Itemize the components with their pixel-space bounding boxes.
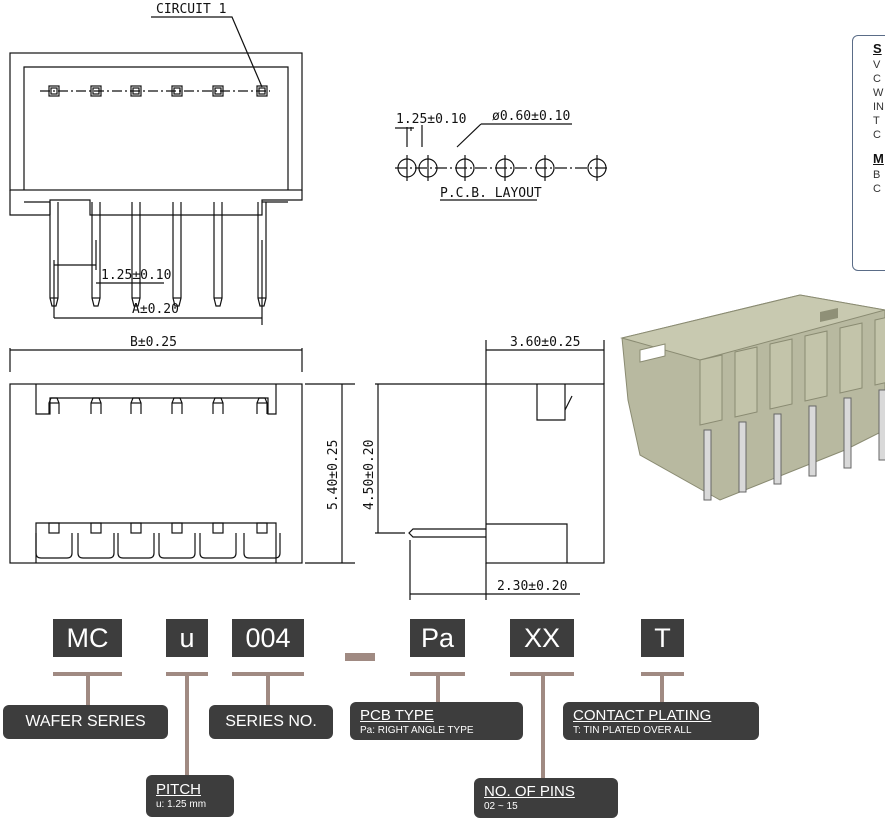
- side-width-dimension: 3.60±0.25: [510, 335, 580, 350]
- label-no-of-pins: NO. OF PINS 02 ~ 15: [474, 778, 618, 818]
- pcb-type-desc: Pa: RIGHT ANGLE TYPE: [360, 725, 474, 736]
- code-series-no: 004: [232, 619, 304, 657]
- front-pin-top: [90, 397, 102, 414]
- part-number-dash: [345, 653, 375, 661]
- pin-lead: [213, 202, 223, 307]
- front-pin-square: [130, 522, 142, 534]
- front-pin-square: [90, 522, 102, 534]
- technical-drawing: CIRCUIT 1 1.25±0.10 A±0.20 1.25±0.10 ø0.…: [9, 2, 885, 600]
- label-series-no: SERIES NO.: [209, 705, 333, 739]
- render-pin: [703, 429, 712, 501]
- connector-3d-image: [620, 294, 885, 501]
- pcb-type-title: PCB TYPE: [360, 707, 434, 724]
- front-pin-top: [212, 397, 224, 414]
- pin-square-inner: [132, 87, 140, 95]
- render-housing-rib: [874, 317, 885, 386]
- spec-line: C: [873, 73, 881, 85]
- spec-line: C: [873, 129, 881, 141]
- code-no-of-pins: XX: [510, 619, 574, 657]
- front-view-outline: [9, 383, 303, 564]
- pitch-title: PITCH: [156, 781, 201, 798]
- front-pin-slot: [35, 533, 73, 559]
- render-housing-rib: [699, 354, 723, 426]
- pcb-pitch-dimension: 1.25±0.10: [396, 112, 466, 127]
- front-pin-top: [171, 397, 183, 414]
- front-pin-slot: [243, 533, 281, 559]
- pin-lead: [91, 202, 101, 307]
- material-line: C: [873, 183, 881, 195]
- render-housing-rib: [769, 338, 793, 410]
- render-pin: [878, 389, 885, 461]
- render-pin: [843, 397, 852, 469]
- side-height-dimension: 4.50±0.20: [362, 440, 377, 510]
- render-pin: [738, 421, 747, 493]
- front-pin-slot: [77, 533, 115, 559]
- front-pin-square: [171, 522, 183, 534]
- pin-square: [171, 85, 183, 97]
- spec-line: T: [873, 115, 880, 127]
- spec-line: V: [873, 59, 881, 71]
- front-pin-square: [212, 522, 224, 534]
- side-pin-dimension: 2.30±0.20: [497, 579, 567, 594]
- height-dimension: 5.40±0.25: [326, 440, 341, 510]
- pin-square: [48, 85, 60, 97]
- front-pin-top: [256, 397, 268, 414]
- label-pitch: PITCH u: 1.25 mm: [146, 775, 234, 817]
- front-pin-slot: [117, 533, 155, 559]
- code-pitch: u: [166, 619, 208, 657]
- contact-plating-title: CONTACT PLATING: [573, 707, 712, 724]
- material-line: B: [873, 169, 881, 181]
- pitch-desc: u: 1.25 mm: [156, 799, 207, 810]
- spec-line: W: [873, 87, 884, 99]
- label-contact-plating: CONTACT PLATING T: TIN PLATED OVER ALL: [563, 702, 759, 740]
- pin-square-inner: [173, 87, 181, 95]
- pin-square-inner: [50, 87, 58, 95]
- spec-line: IN: [873, 101, 884, 113]
- dimension-b: B±0.25: [130, 335, 177, 350]
- pcb-hole-dimension: ø0.60±0.10: [492, 109, 570, 124]
- code-pcb-type: Pa: [410, 619, 465, 657]
- dimension-a: A±0.20: [132, 302, 179, 317]
- no-of-pins-desc: 02 ~ 15: [484, 801, 518, 812]
- render-pin: [773, 413, 782, 485]
- render-housing-rib: [734, 346, 758, 418]
- side-view-outline: [485, 383, 605, 564]
- specification-box: S V C W IN T C M B C: [852, 35, 885, 271]
- front-pin-square: [48, 522, 60, 534]
- spec-heading: S: [873, 41, 882, 56]
- code-wafer-series: MC: [53, 619, 122, 657]
- front-pin-slot: [199, 533, 237, 559]
- top-view-outline: [9, 52, 303, 191]
- label-wafer-series: WAFER SERIES: [3, 705, 168, 739]
- pitch-dimension: 1.25±0.10: [101, 268, 171, 283]
- circuit-label: CIRCUIT 1: [156, 2, 226, 17]
- contact-plating-desc: T: TIN PLATED OVER ALL: [573, 725, 692, 736]
- pin-square: [212, 85, 224, 97]
- pin-square: [90, 85, 102, 97]
- front-pin-slot: [158, 533, 196, 559]
- code-contact-plating: T: [641, 619, 684, 657]
- render-pin: [808, 405, 817, 477]
- pin-square-inner: [92, 87, 100, 95]
- front-pin-square: [256, 522, 268, 534]
- pin-square-inner: [258, 87, 266, 95]
- front-pin-top: [130, 397, 142, 414]
- front-pin-top: [48, 397, 60, 414]
- pin-square-inner: [214, 87, 222, 95]
- no-of-pins-title: NO. OF PINS: [484, 783, 575, 800]
- render-housing-rib: [839, 322, 863, 394]
- pin-square: [130, 85, 142, 97]
- pin-lead: [172, 202, 182, 307]
- pcb-layout-title: P.C.B. LAYOUT: [440, 186, 542, 201]
- label-pcb-type: PCB TYPE Pa: RIGHT ANGLE TYPE: [350, 702, 523, 740]
- pin-lead: [131, 202, 141, 307]
- material-heading: M: [873, 151, 884, 166]
- render-housing-rib: [804, 330, 828, 402]
